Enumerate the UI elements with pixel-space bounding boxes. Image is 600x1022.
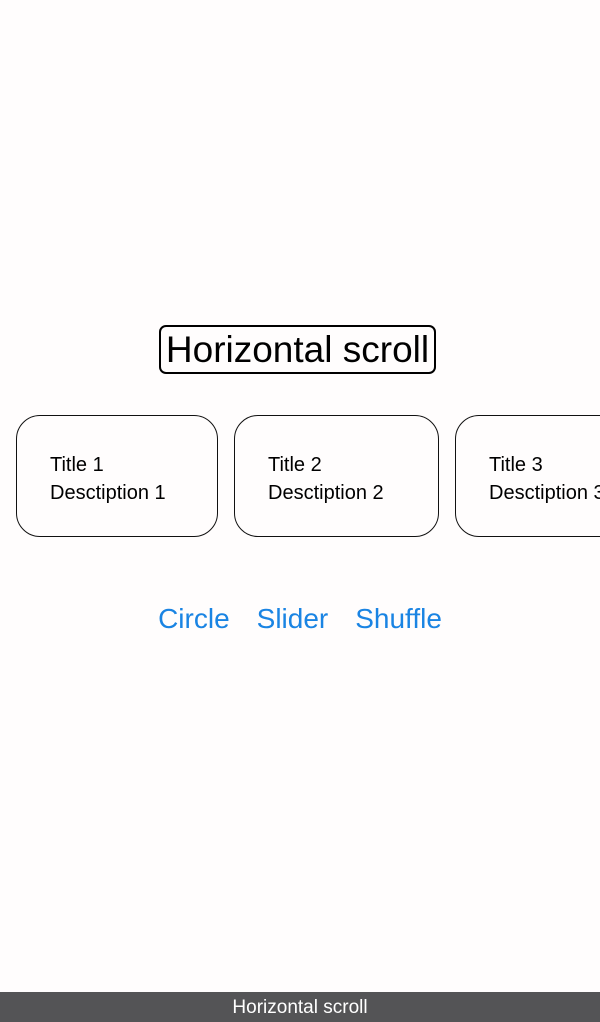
card-description: Desctiption 2 [268, 482, 384, 504]
bottom-label-bar: Horizontal scroll [0, 992, 600, 1022]
bottom-label: Horizontal scroll [232, 996, 368, 1018]
slider-button[interactable]: Slider [256, 603, 329, 634]
card-title: Title 3 [489, 454, 543, 476]
card-description: Desctiption 1 [50, 482, 166, 504]
circle-button[interactable]: Circle [158, 603, 230, 634]
card-title: Title 1 [50, 454, 104, 476]
card-1[interactable]: Title 1 Desctiption 1 [16, 415, 218, 537]
card-description: Desctiption 3 [489, 482, 600, 504]
horizontal-card-scroller[interactable]: Title 1 Desctiption 1 Title 2 Desctiptio… [0, 415, 600, 539]
shuffle-button[interactable]: Shuffle [355, 603, 442, 634]
page-title: Horizontal scroll [159, 325, 436, 374]
card-3[interactable]: Title 3 Desctiption 3 [455, 415, 600, 537]
mode-selector: Circle Slider Shuffle [0, 603, 600, 643]
card-title: Title 2 [268, 454, 322, 476]
card-2[interactable]: Title 2 Desctiption 2 [234, 415, 439, 537]
